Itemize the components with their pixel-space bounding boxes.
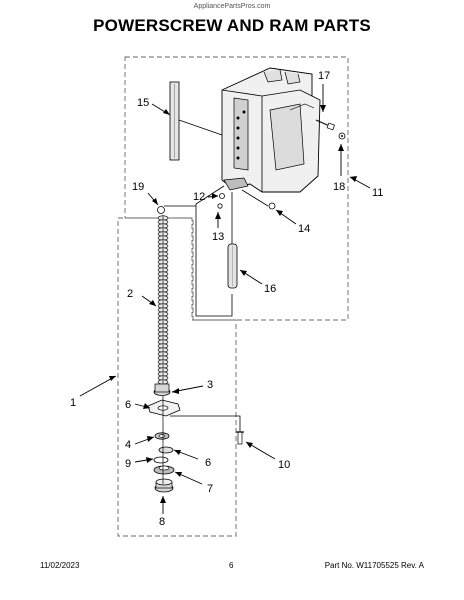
footer-part-number: Part No. W11705525 Rev. A bbox=[324, 561, 424, 570]
washer-part-12 bbox=[219, 193, 225, 199]
washer-part-9 bbox=[153, 456, 169, 464]
callout-11: 11 bbox=[372, 187, 383, 199]
callout-14: 14 bbox=[298, 223, 310, 235]
callout-1: 1 bbox=[70, 397, 76, 409]
gear-part-7 bbox=[153, 465, 175, 475]
spacer-part-6-lower bbox=[158, 446, 174, 454]
callout-13: 13 bbox=[212, 231, 224, 243]
powerscrew-assembly-boundary bbox=[117, 217, 237, 537]
screw-part-17 bbox=[315, 119, 335, 131]
callout-3: 3 bbox=[207, 379, 213, 391]
callout-6-lower: 6 bbox=[205, 457, 211, 469]
screw-part-10 bbox=[236, 431, 244, 445]
site-watermark: AppliancePartsPros.com bbox=[193, 3, 271, 10]
callout-7: 7 bbox=[207, 483, 213, 495]
callout-6-upper: 6 bbox=[125, 399, 131, 411]
base-part-8 bbox=[154, 478, 174, 493]
nut-part-13 bbox=[217, 203, 223, 209]
callout-17: 17 bbox=[318, 70, 330, 82]
callout-15: 15 bbox=[137, 97, 149, 109]
callout-12: 12 bbox=[193, 191, 205, 203]
callout-19: 19 bbox=[132, 181, 144, 193]
nut-part-19 bbox=[157, 206, 165, 214]
arrow-heads bbox=[109, 105, 357, 503]
bolt-part-18 bbox=[338, 132, 346, 140]
rail-part-15 bbox=[169, 81, 180, 161]
nut-part-3 bbox=[153, 383, 171, 396]
callout-18: 18 bbox=[333, 181, 345, 193]
callout-2: 2 bbox=[127, 288, 133, 300]
footer-page-number: 6 bbox=[229, 561, 234, 570]
page-title: POWERSCREW AND RAM PARTS bbox=[93, 16, 371, 35]
callout-16: 16 bbox=[264, 283, 276, 295]
bracket-part-6-upper bbox=[147, 399, 181, 417]
callout-4: 4 bbox=[125, 439, 131, 451]
bearing-part-4 bbox=[154, 432, 170, 440]
ram-box-part-11 bbox=[221, 67, 321, 193]
washer-part-14 bbox=[268, 202, 276, 210]
footer-date: 11/02/2023 bbox=[40, 561, 80, 570]
powerscrew-part-2 bbox=[157, 215, 169, 385]
cylinder-part-16 bbox=[227, 243, 238, 289]
callout-8: 8 bbox=[159, 516, 165, 528]
callout-9: 9 bbox=[125, 458, 131, 470]
callout-10: 10 bbox=[278, 459, 290, 471]
